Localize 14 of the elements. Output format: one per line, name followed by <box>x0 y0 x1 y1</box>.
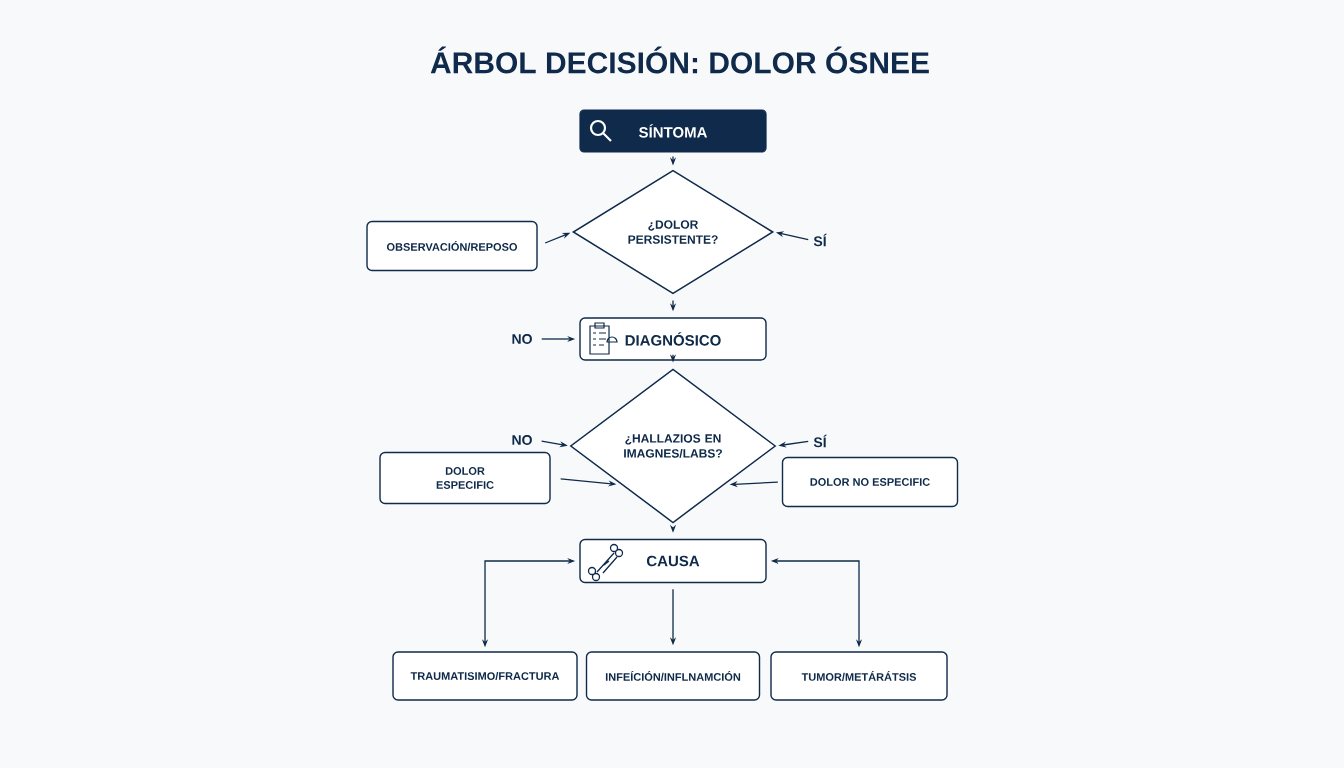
branch-label: NO <box>512 435 532 445</box>
process-box: CAUSA <box>579 538 767 584</box>
branch-label: SÍ <box>813 434 827 448</box>
outcome-box: DOLOR ESPECIFIC <box>379 451 551 505</box>
branch-label: SÍ <box>813 233 827 247</box>
process-box: DIAGNÓSICO <box>579 317 767 361</box>
outcome-box: INFEÍCIÓN/INFLNAMCIÓN <box>585 651 761 701</box>
title: ÁRBOL DECISIÓN: DOLOR ÓSNEE <box>430 46 929 74</box>
start-box: SÍNTOMA <box>579 109 767 153</box>
outcome-box: TRAUMATISIMO/FRACTURA <box>392 651 578 701</box>
outcome-box: DOLOR NO ESPECIFIC <box>781 456 959 508</box>
outcome-box: TUMOR/METÁRÁTSIS <box>770 651 948 701</box>
process-box: OBSERVACIÓN/REPOSO <box>366 220 538 272</box>
branch-label: NO <box>512 334 532 344</box>
